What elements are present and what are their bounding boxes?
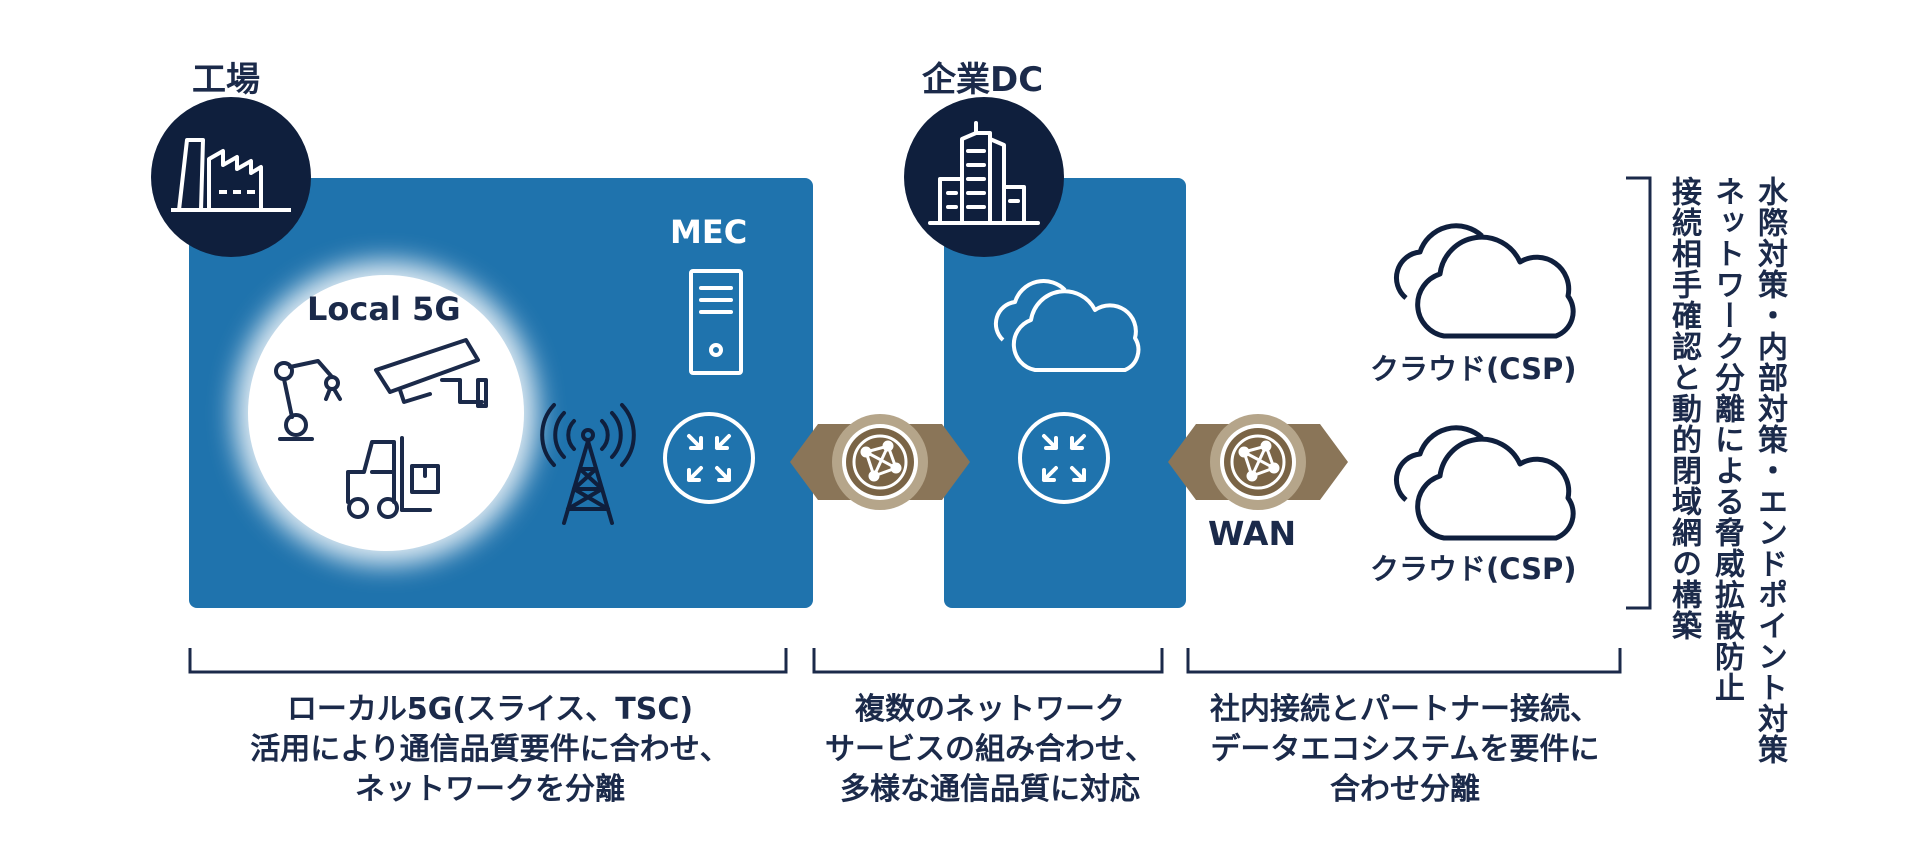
caption-line: サービスの組み合わせ、 [825, 732, 1155, 767]
server-icon [689, 269, 743, 375]
bracket-factory [188, 648, 788, 674]
caption-line: ローカル5G(スライス、TSC) [286, 692, 694, 727]
factory-title: 工場 [192, 60, 260, 100]
building-icon-circle [904, 97, 1064, 257]
cloud-label-1: クラウド(CSP) [1370, 352, 1577, 386]
caption-line: ネットワークを分離 [355, 772, 625, 807]
wan-link-2 [1168, 414, 1348, 510]
caption-line: 多様な通信品質に対応 [840, 772, 1140, 807]
factory-icon [171, 138, 291, 212]
wan-link-1 [790, 414, 970, 510]
security-note-line: 接続相手確認と動的閉域網の構築 [1666, 176, 1701, 641]
enterprise-dc-title: 企業DC [922, 60, 1044, 100]
forklift-icon [346, 436, 440, 519]
caption-line: データエコシステムを要件に [1210, 732, 1600, 767]
cloud-icon [993, 279, 1141, 372]
caption-line: 社内接続とパートナー接続、 [1210, 692, 1600, 727]
security-note: 水際対策・内部対策・エンドポイント対策 ネットワーク分離による脅威拡散防止 接続… [1662, 176, 1791, 816]
caption-factory: ローカル5G(スライス、TSC) 活用により通信品質要件に合わせ、 ネットワーク… [200, 690, 780, 810]
router-icon [1018, 412, 1110, 504]
caption-line: 複数のネットワーク [855, 692, 1125, 727]
wan-label-2: WAN [1208, 514, 1297, 553]
local5g-label: Local 5G [307, 290, 461, 328]
security-note-line: ネットワーク分離による脅威拡散防止 [1709, 176, 1744, 703]
local5g-circle [248, 275, 524, 551]
antenna-icon [540, 403, 636, 525]
bracket-cloud [1186, 648, 1622, 674]
cloud-icon [1394, 223, 1576, 339]
building-icon [928, 121, 1040, 225]
caption-cloud: 社内接続とパートナー接続、 データエコシステムを要件に 合わせ分離 [1180, 690, 1630, 810]
bracket-dc [812, 648, 1164, 674]
wan-label-1: WAN [834, 514, 923, 553]
router-icon [663, 412, 755, 504]
security-note-line: 水際対策・内部対策・エンドポイント対策 [1752, 176, 1787, 765]
caption-line: 合わせ分離 [1330, 772, 1480, 807]
camera-icon [374, 338, 488, 408]
caption-line: 活用により通信品質要件に合わせ、 [250, 732, 730, 767]
cloud-label-2: クラウド(CSP) [1370, 552, 1577, 586]
network-globe-icon [1230, 434, 1286, 490]
factory-icon-circle [151, 97, 311, 257]
network-globe-icon [852, 434, 908, 490]
cloud-icon [1394, 425, 1576, 541]
bracket-vertical [1626, 176, 1652, 610]
caption-dc: 複数のネットワーク サービスの組み合わせ、 多様な通信品質に対応 [800, 690, 1180, 810]
robot-arm-icon [274, 359, 342, 441]
mec-label: MEC [670, 213, 748, 251]
